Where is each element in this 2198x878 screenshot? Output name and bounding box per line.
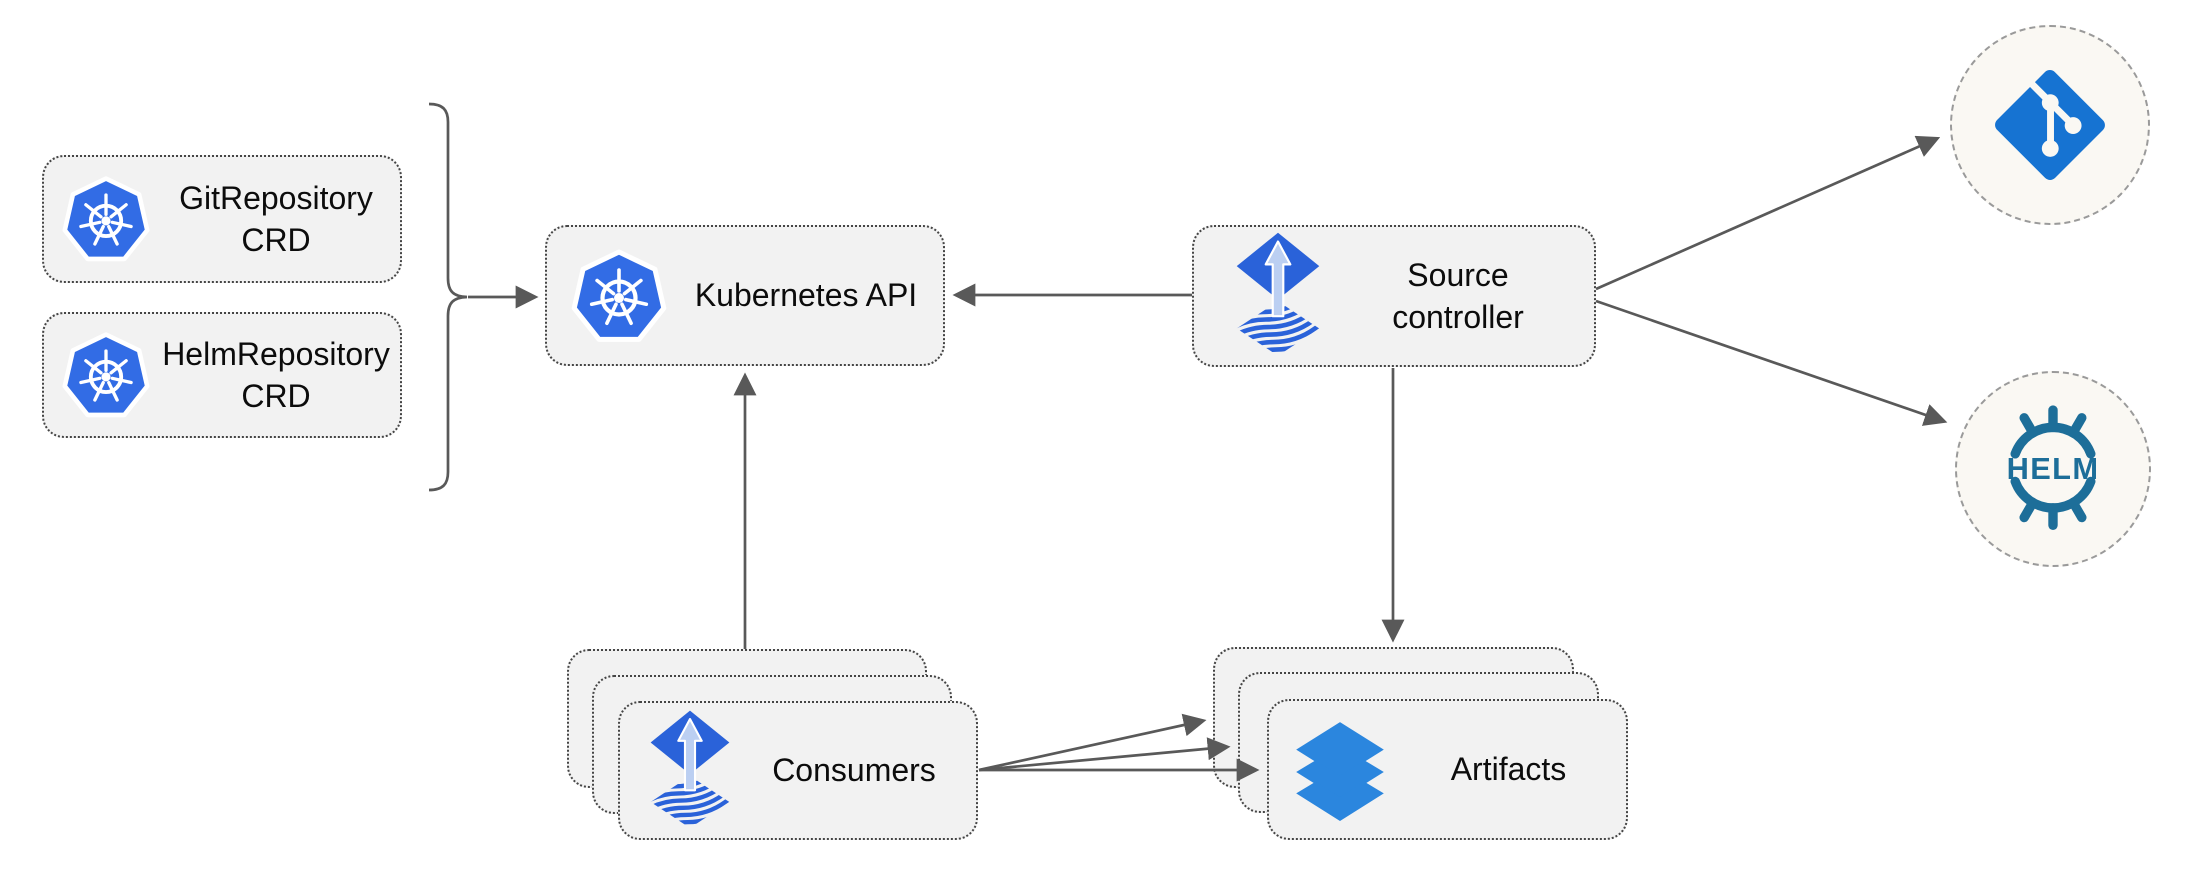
- node-label: Source controller: [1392, 256, 1524, 335]
- layers-icon: [1289, 716, 1391, 824]
- kubernetes-icon: [60, 329, 152, 421]
- kubernetes-icon: [569, 246, 669, 346]
- node-source-controller: Source controller: [1192, 225, 1596, 367]
- kubernetes-icon: [60, 173, 152, 265]
- git-icon: [1992, 67, 2108, 183]
- node-kubernetes-api: Kubernetes API: [545, 225, 945, 366]
- node-consumers: Consumers: [618, 701, 978, 840]
- node-helm-remote: HELM: [1955, 371, 2151, 567]
- arrow-source-controller-to-git-remote: [1595, 135, 1941, 291]
- crd-group-bracket: [428, 102, 468, 492]
- node-git-repository-crd: GitRepository CRD: [42, 155, 402, 283]
- helm-icon: HELM: [1986, 402, 2120, 536]
- arrow-source-controller-to-helm-remote: [1595, 299, 1948, 426]
- flux-icon: [1234, 231, 1322, 361]
- node-label: GitRepository CRD: [179, 179, 373, 258]
- node-label: Consumers: [772, 752, 936, 789]
- node-git-remote: [1950, 25, 2150, 225]
- flux-icon: [648, 709, 732, 833]
- node-artifacts: Artifacts: [1267, 699, 1628, 840]
- helm-wordmark: HELM: [2007, 451, 2100, 486]
- node-helm-repository-crd: HelmRepository CRD: [42, 312, 402, 438]
- node-label: Kubernetes API: [694, 277, 918, 314]
- node-label: Artifacts: [1450, 751, 1567, 788]
- arrow-consumers-to-artifacts-middle: [978, 737, 1231, 772]
- node-label: HelmRepository CRD: [162, 335, 390, 414]
- arrow-consumers-to-artifacts-back: [978, 713, 1207, 772]
